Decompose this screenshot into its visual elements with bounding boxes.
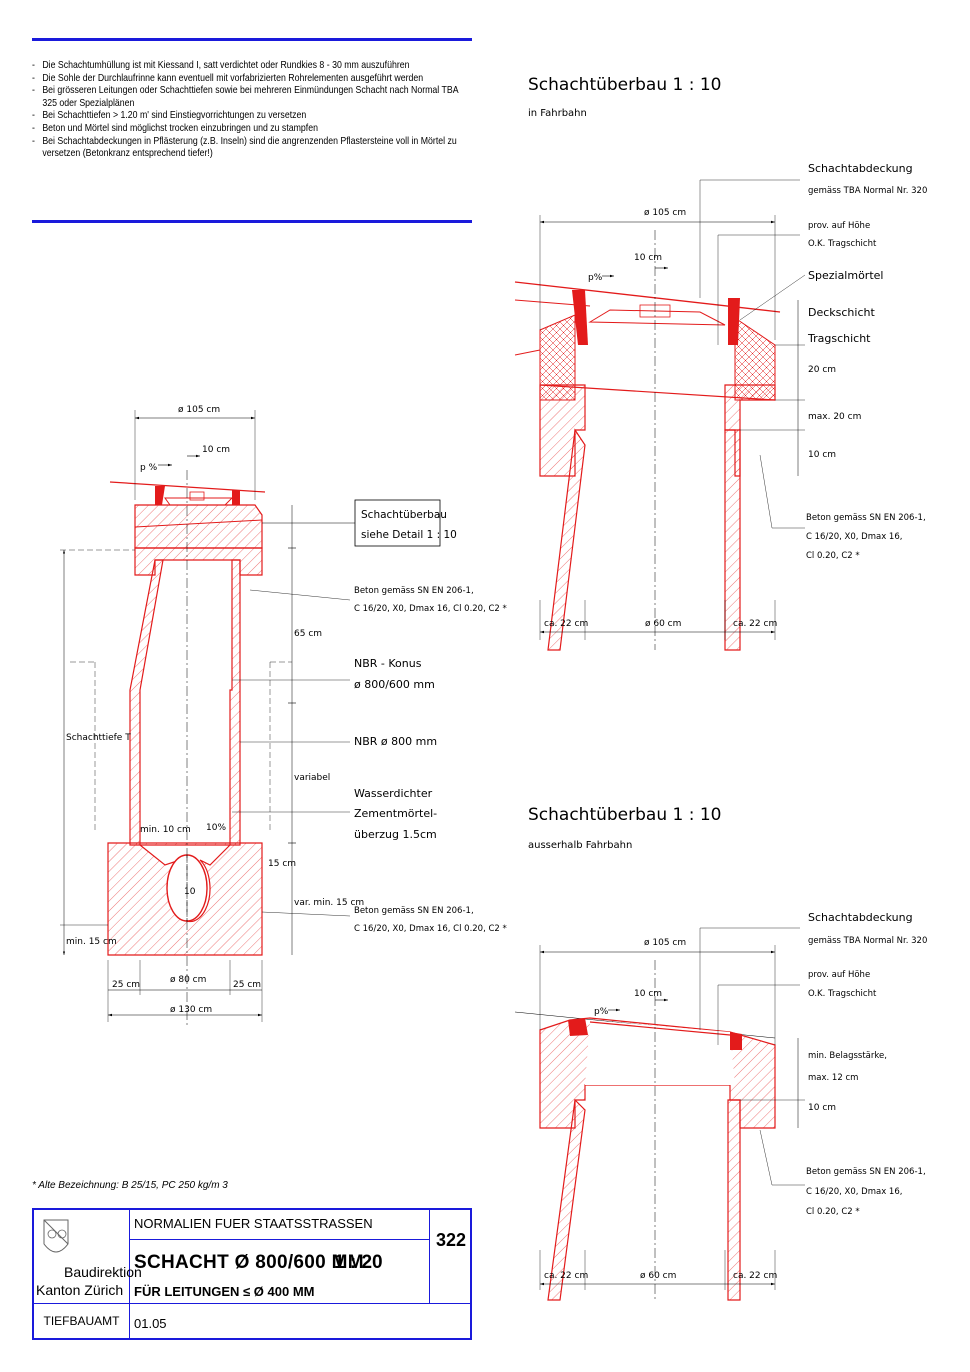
series-header: NORMALIEN FUER STAATSSTRASSEN — [130, 1210, 430, 1240]
db-belag-2: max. 12 cm — [808, 1073, 858, 1083]
note-item: Bei grösseren Leitungen oder Schachttief… — [32, 85, 472, 110]
detail-ref-1: Schachtüberbau — [361, 509, 447, 521]
title-block: Baudirektion Kanton Zürich TIEFBAUAMT NO… — [32, 1208, 472, 1340]
db-prov-2: O.K. Tragschicht — [808, 989, 877, 999]
dim-130: ø 130 cm — [170, 1005, 212, 1015]
dt-beton-1: Beton gemäss SN EN 206-1, — [806, 513, 926, 523]
org-logo-cell: Baudirektion Kanton Zürich — [34, 1210, 142, 1304]
footnote: * Alte Bezeichnung: B 25/15, PC 250 kg/m… — [32, 1180, 228, 1191]
dt-max20: max. 20 cm — [808, 412, 861, 422]
konus-2: ø 800/600 mm — [354, 678, 435, 691]
dim-25b: 25 cm — [233, 980, 261, 990]
dt-trag: Tragschicht — [807, 332, 871, 345]
general-notes: Die Schachtumhüllung ist mit Kiessand I,… — [32, 38, 472, 234]
dim-varmin: var. min. 15 cm — [294, 898, 364, 908]
dim-15: 15 cm — [268, 859, 296, 869]
konus-1: NBR - Konus — [354, 657, 422, 670]
dim-65: 65 cm — [294, 629, 322, 639]
drawing-scale: 1 : 20 — [334, 1252, 383, 1273]
dt-beton-3: Cl 0.20, C2 * — [806, 551, 860, 561]
dt-dim105: ø 105 cm — [644, 208, 686, 218]
db-belag-1: min. Belagsstärke, — [808, 1051, 887, 1061]
dt-spezial: Spezialmörtel — [808, 269, 883, 282]
dt-slope: p% — [588, 273, 603, 283]
drawing-date: 01.05 — [134, 1316, 167, 1331]
db-slope: p% — [594, 1007, 609, 1017]
drawing-number: 322 — [430, 1210, 472, 1304]
dim-25a: 25 cm — [112, 980, 140, 990]
nbr-label: NBR ø 800 mm — [354, 735, 437, 748]
drawing-subtitle: FÜR LEITUNGEN ≤ Ø 400 MM — [134, 1284, 315, 1299]
dt-beton-2: C 16/20, X0, Dmax 16, — [806, 532, 902, 542]
dt-ca22b: ca. 22 cm — [733, 619, 777, 629]
drawing-title-cell: SCHACHT Ø 800/600 MM 1 : 20 FÜR LEITUNGE… — [130, 1240, 430, 1304]
beton-2a: Beton gemäss SN EN 206-1, — [354, 906, 474, 916]
notes-bottom-rule — [32, 220, 472, 223]
db-beton-1: Beton gemäss SN EN 206-1, — [806, 1167, 926, 1177]
dim-10: 10 cm — [202, 445, 230, 455]
min10-label: min. 10 cm — [140, 825, 191, 835]
detail-top-subtitle: in Fahrbahn — [528, 108, 587, 119]
main-section: ø 105 cm 10 cm p % Schachtüberbau siehe … — [60, 405, 507, 1025]
note-item: Die Sohle der Durchlaufrinne kann eventu… — [32, 73, 472, 86]
dt-abdeckung: Schachtabdeckung — [808, 162, 913, 175]
wasser-2: Zementmörtel- — [354, 807, 437, 820]
db-ca22a: ca. 22 cm — [544, 1271, 588, 1281]
beton-1a: Beton gemäss SN EN 206-1, — [354, 586, 474, 596]
beton-1b: C 16/20, X0, Dmax 16, Cl 0.20, C2 * — [354, 604, 507, 614]
dt-ca22a: ca. 22 cm — [544, 619, 588, 629]
pipe-label: 10 — [184, 887, 196, 897]
detail-bottom-subtitle: ausserhalb Fahrbahn — [528, 840, 632, 851]
db-d60: ø 60 cm — [640, 1271, 676, 1281]
note-item: Beton und Mörtel sind möglichst trocken … — [32, 123, 472, 136]
dim-105: ø 105 cm — [178, 405, 220, 415]
detail-ref-2: siehe Detail 1 : 10 — [361, 529, 457, 541]
slope-label: p % — [140, 463, 158, 473]
dt-d20: 20 cm — [808, 365, 836, 375]
detail-top-title: Schachtüberbau 1 : 10 — [528, 75, 722, 95]
db-prov-1: prov. auf Höhe — [808, 970, 870, 980]
notes-list: Die Schachtumhüllung ist mit Kiessand I,… — [32, 60, 472, 161]
min15-label: min. 15 cm — [66, 937, 117, 947]
dim-80: ø 80 cm — [170, 975, 206, 985]
drawing-title: SCHACHT Ø 800/600 MM — [134, 1252, 364, 1273]
dim-variabel: variabel — [294, 773, 330, 783]
detail-bottom: Schachtüberbau 1 : 10 ausserhalb Fahrbah… — [514, 805, 927, 1301]
dt-prov-1: prov. auf Höhe — [808, 221, 870, 231]
db-abdeckung-sub: gemäss TBA Normal Nr. 320 — [808, 936, 927, 946]
detail-bottom-title: Schachtüberbau 1 : 10 — [528, 805, 722, 825]
db-dim105: ø 105 cm — [644, 938, 686, 948]
wasser-1: Wasserdichter — [354, 787, 433, 800]
db-beton-2: C 16/20, X0, Dmax 16, — [806, 1187, 902, 1197]
pct10-label: 10% — [206, 823, 226, 833]
dt-dim10: 10 cm — [634, 253, 662, 263]
org-line-1: Baudirektion — [64, 1264, 142, 1280]
dt-prov-2: O.K. Tragschicht — [808, 239, 877, 249]
note-item: Die Schachtumhüllung ist mit Kiessand I,… — [32, 60, 472, 73]
note-item: Bei Schachtabdeckungen in Pflästerung (z… — [32, 136, 472, 161]
db-abdeckung: Schachtabdeckung — [808, 911, 913, 924]
beton-2b: C 16/20, X0, Dmax 16, Cl 0.20, C2 * — [354, 924, 507, 934]
dt-d10: 10 cm — [808, 450, 836, 460]
dt-d60: ø 60 cm — [645, 619, 681, 629]
db-beton-3: Cl 0.20, C2 * — [806, 1207, 860, 1217]
notes-top-rule — [32, 38, 472, 41]
db-dim10: 10 cm — [634, 989, 662, 999]
dt-abdeckung-sub: gemäss TBA Normal Nr. 320 — [808, 186, 927, 196]
db-d10: 10 cm — [808, 1103, 836, 1113]
wasser-3: überzug 1.5cm — [354, 828, 437, 841]
detail-top: Schachtüberbau 1 : 10 in Fahrbahn ø 105 … — [514, 75, 927, 651]
dt-deck: Deckschicht — [808, 306, 875, 319]
note-item: Bei Schachttiefen > 1.20 m' sind Einstie… — [32, 110, 472, 123]
depth-label: Schachttiefe T — [66, 733, 131, 743]
db-ca22b: ca. 22 cm — [733, 1271, 777, 1281]
department: TIEFBAUAMT — [34, 1304, 130, 1340]
zurich-shield-icon — [43, 1219, 69, 1253]
org-line-2: Kanton Zürich — [36, 1282, 124, 1298]
